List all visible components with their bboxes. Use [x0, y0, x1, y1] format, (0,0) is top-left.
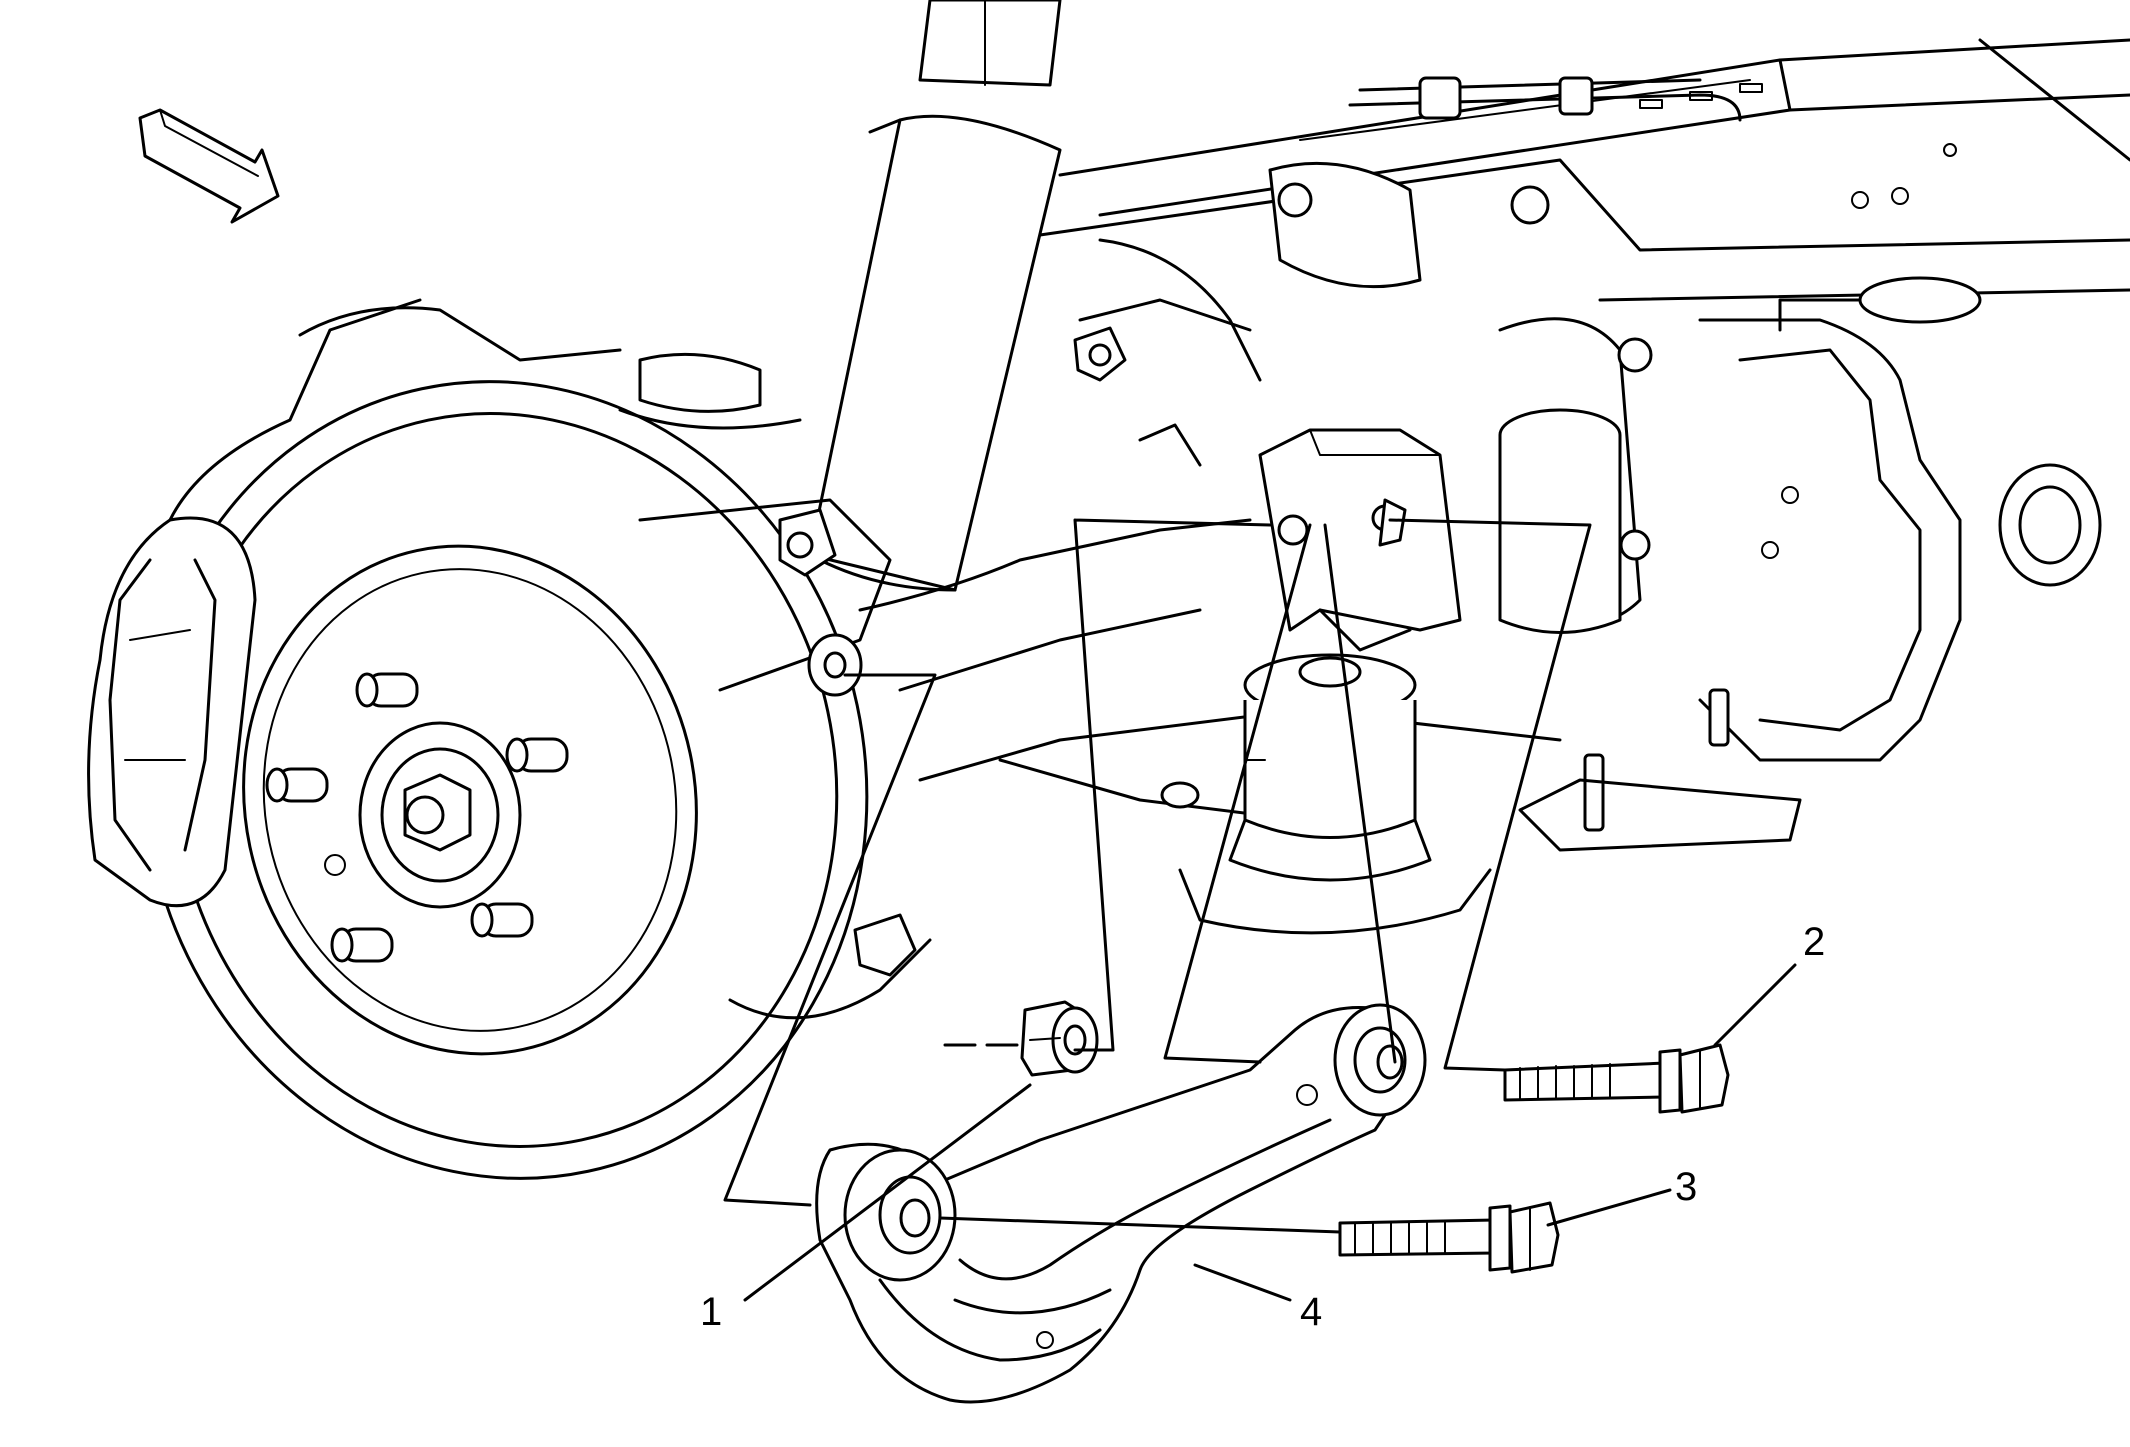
leader-lines — [743, 963, 1797, 1302]
leader-line-3 — [1546, 1188, 1672, 1227]
lower-control-arm — [858, 518, 1562, 822]
subframe — [1073, 161, 1422, 467]
bolt-3 — [1338, 1201, 1560, 1274]
callout-4: 4 — [1300, 1290, 1322, 1334]
callout-1: 1 — [700, 1290, 722, 1334]
wheel-hub — [324, 721, 522, 909]
leader-line-4 — [1193, 1263, 1292, 1302]
view-direction-arrow-icon — [138, 108, 280, 224]
wheel-studs — [265, 672, 569, 963]
mount-bushing — [1178, 653, 1492, 935]
knuckle — [298, 306, 932, 1020]
callout-2: 2 — [1803, 920, 1825, 964]
bolt-2 — [1503, 1043, 1730, 1114]
leader-line-2 — [1713, 963, 1797, 1047]
projection-lines — [723, 518, 1592, 1234]
differential-housing — [1498, 276, 2102, 852]
trailing-arm-4 — [815, 1003, 1427, 1404]
differential-mount — [1258, 428, 1462, 652]
nut-1 — [1020, 1000, 1099, 1077]
brake-caliper — [87, 298, 422, 908]
callout-3: 3 — [1675, 1165, 1697, 1209]
shock-absorber — [808, 0, 1062, 592]
leader-line-1 — [743, 1083, 1032, 1302]
